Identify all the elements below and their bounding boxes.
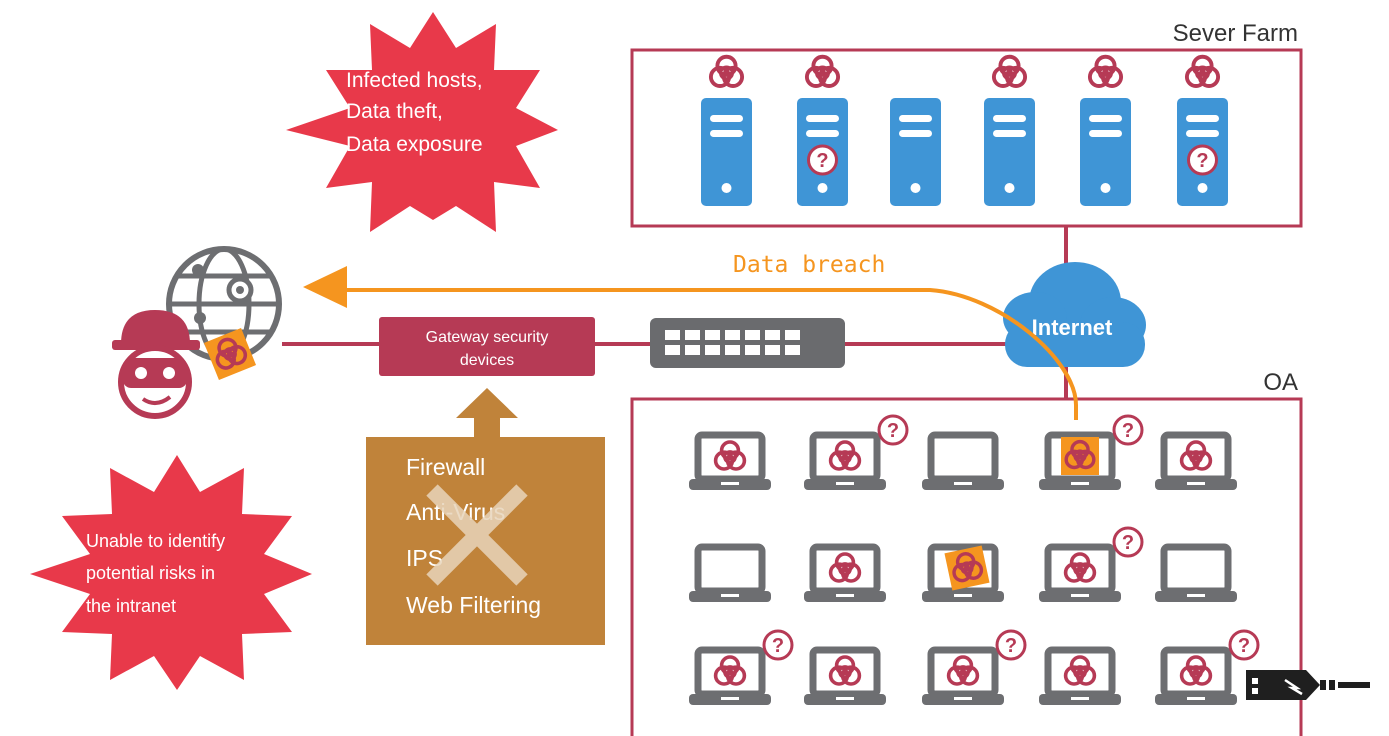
gateway-security-box [379, 317, 595, 376]
gateway-label-line1: Gateway security [426, 329, 549, 346]
server-icon [1177, 54, 1228, 206]
server-icon [701, 54, 752, 206]
laptop-icon [922, 431, 1004, 490]
laptop-icon [922, 543, 1004, 602]
server-icon [797, 54, 848, 206]
question-mark-icon [1112, 414, 1144, 446]
biohazard-icon [991, 54, 1028, 88]
internet-cloud-icon [1003, 262, 1146, 367]
security-capabilities-panel: Firewall Anti-Virus IPS Web Filtering [366, 388, 605, 645]
cross-mark-icon [426, 484, 528, 586]
laptop-icon [1039, 414, 1144, 490]
biohazard-icon [804, 54, 841, 88]
internet-label: Internet [1032, 315, 1113, 340]
laptop-icon [1155, 543, 1237, 602]
laptop-icon [689, 543, 771, 602]
server-farm-label: Sever Farm [1173, 20, 1298, 47]
oa-box [630, 397, 1303, 736]
question-mark-icon [1112, 526, 1144, 558]
laptop-icon [1155, 629, 1260, 705]
risk-burst-top-line2: Data theft, [346, 100, 443, 123]
malware-sticker-icon [944, 545, 990, 591]
network-switch-icon [650, 318, 845, 368]
laptop-icon [804, 543, 886, 602]
server-farm-box [630, 48, 1303, 228]
risk-burst-bottom [30, 455, 312, 690]
biohazard-icon [1087, 54, 1124, 88]
server-icon [890, 98, 941, 206]
malware-sticker-icon [1061, 437, 1099, 475]
risk-burst-bottom-line1: Unable to identify [86, 531, 225, 551]
question-mark-icon [762, 629, 794, 661]
security-item-web-filtering: Web Filtering [406, 592, 541, 618]
risk-burst-bottom-line2: potential risks in [86, 563, 215, 583]
hacker-icon [112, 310, 200, 419]
laptop-icon [1155, 431, 1237, 490]
laptop-icon [804, 414, 909, 490]
laptop-icon [689, 629, 794, 705]
globe-network-icon [166, 246, 282, 362]
usb-drive-icon [1246, 670, 1370, 700]
question-mark-icon [1187, 144, 1218, 176]
data-breach-arrowhead-icon [303, 266, 347, 308]
laptop-icon [1039, 646, 1121, 705]
data-breach-label: Data breach [733, 252, 885, 278]
risk-burst-top-line3: Data exposure [346, 133, 483, 156]
risk-burst-bottom-line3: the intranet [86, 596, 176, 616]
question-mark-icon [877, 414, 909, 446]
biohazard-icon [1184, 54, 1221, 88]
risk-burst-top [286, 12, 558, 232]
laptop-icon [922, 629, 1027, 705]
oa-label: OA [1263, 369, 1298, 396]
up-arrow-icon [456, 388, 518, 437]
question-mark-icon [995, 629, 1027, 661]
malware-sticker-icon [203, 327, 257, 381]
laptop-icon [804, 646, 886, 705]
security-item-firewall: Firewall [406, 454, 485, 480]
data-breach-path [345, 288, 1078, 420]
risk-burst-top-line1: Infected hosts, [346, 69, 483, 92]
server-icon [1080, 54, 1131, 206]
server-icon [984, 54, 1035, 206]
laptop-icon [1039, 526, 1144, 602]
question-mark-icon [807, 144, 838, 176]
biohazard-icon [708, 54, 745, 88]
question-mark-icon [1228, 629, 1260, 661]
gateway-label-line2: devices [460, 352, 514, 369]
laptop-icon [689, 431, 771, 490]
